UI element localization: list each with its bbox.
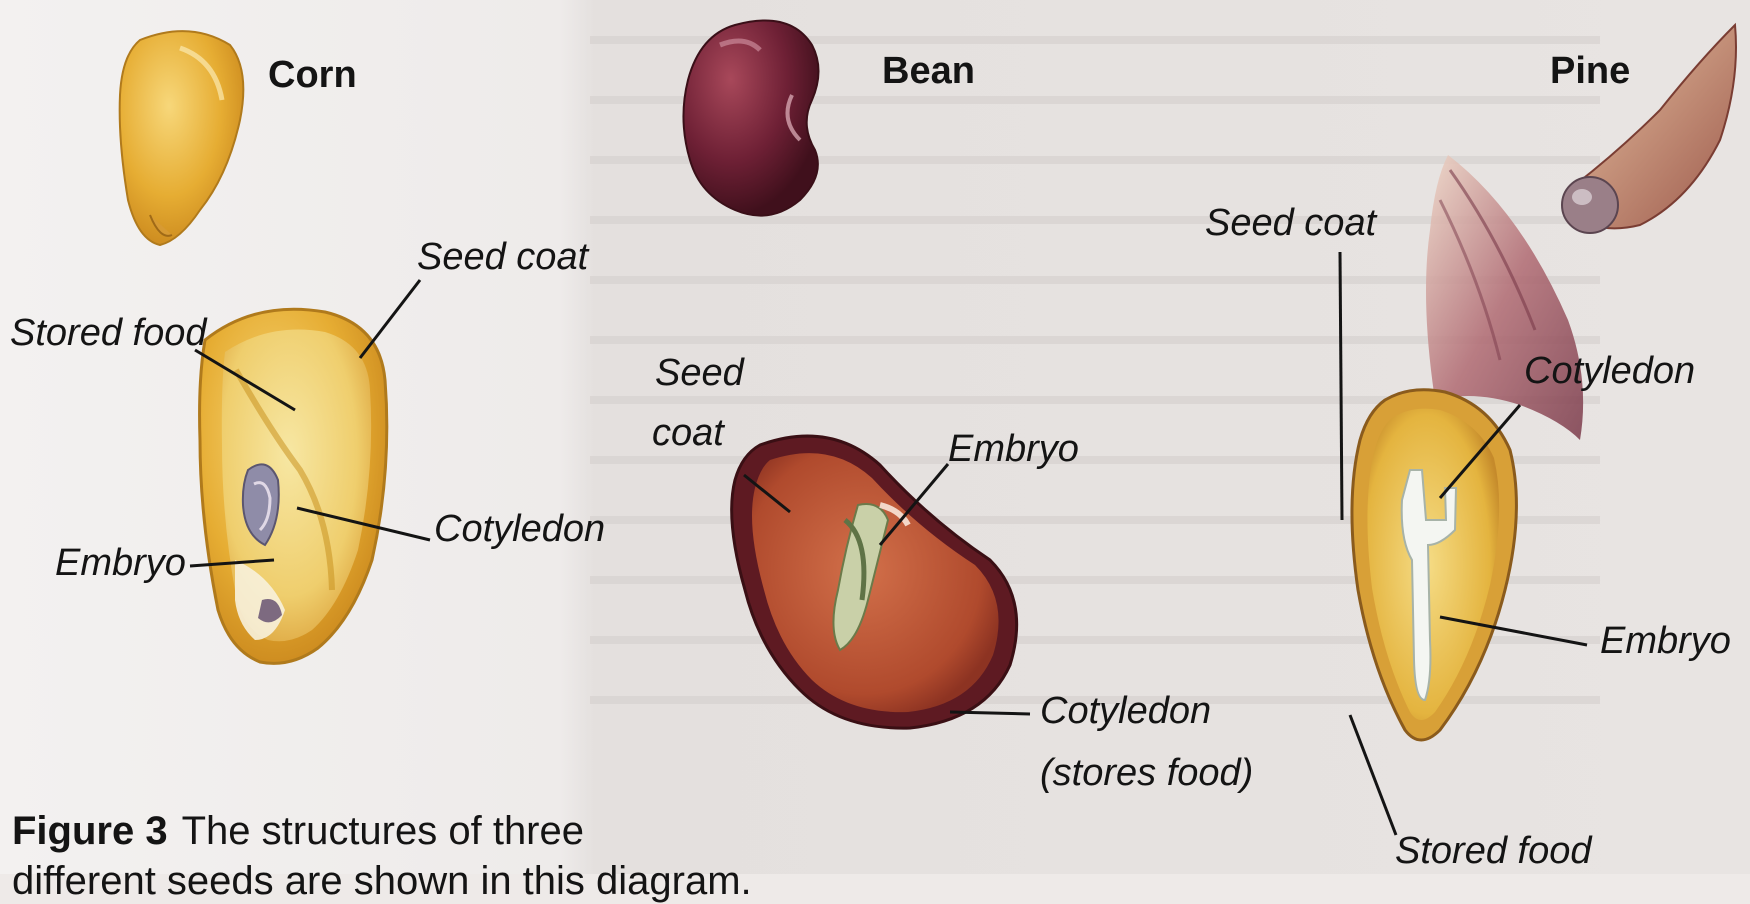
pine-cotyledon-label: Cotyledon: [1524, 350, 1695, 392]
corn-seed-coat-label: Seed coat: [417, 236, 588, 278]
leader-bean-cotyledon: [950, 712, 1030, 714]
corn-stored-food-label: Stored food: [10, 312, 206, 354]
pine-title: Pine: [1550, 50, 1630, 92]
leader-pine-seed-coat: [1340, 252, 1342, 520]
corn-title: Corn: [268, 54, 357, 96]
figure-caption: Figure 3 The structures of three: [12, 808, 584, 854]
pine-seed-coat-label: Seed coat: [1205, 202, 1376, 244]
pine-embryo-label: Embryo: [1600, 620, 1731, 662]
bean-seed-coat-label-line1: Seed: [655, 352, 744, 394]
caption-text-line2: different seeds are shown in this diagra…: [12, 858, 752, 904]
corn-cotyledon-label: Cotyledon: [434, 508, 605, 550]
seed-structures-figure: Corn Bean Pine Seed coat Stored food Cot…: [0, 0, 1750, 874]
corn-embryo-label: Embryo: [55, 542, 186, 584]
bean-seed-coat-label-line2: coat: [652, 412, 724, 454]
pine-stored-food-label: Stored food: [1395, 830, 1591, 872]
bean-cotyledon-label-line2: (stores food): [1040, 752, 1253, 794]
bean-whole-seed: [683, 21, 818, 216]
bean-title: Bean: [882, 50, 975, 92]
figure-number: Figure 3: [12, 809, 168, 853]
bean-embryo-label: Embryo: [948, 428, 1079, 470]
bean-cotyledon-label-line1: Cotyledon: [1040, 690, 1211, 732]
seed-illustrations: [0, 0, 1750, 874]
caption-text-line1: The structures of three: [182, 809, 584, 853]
